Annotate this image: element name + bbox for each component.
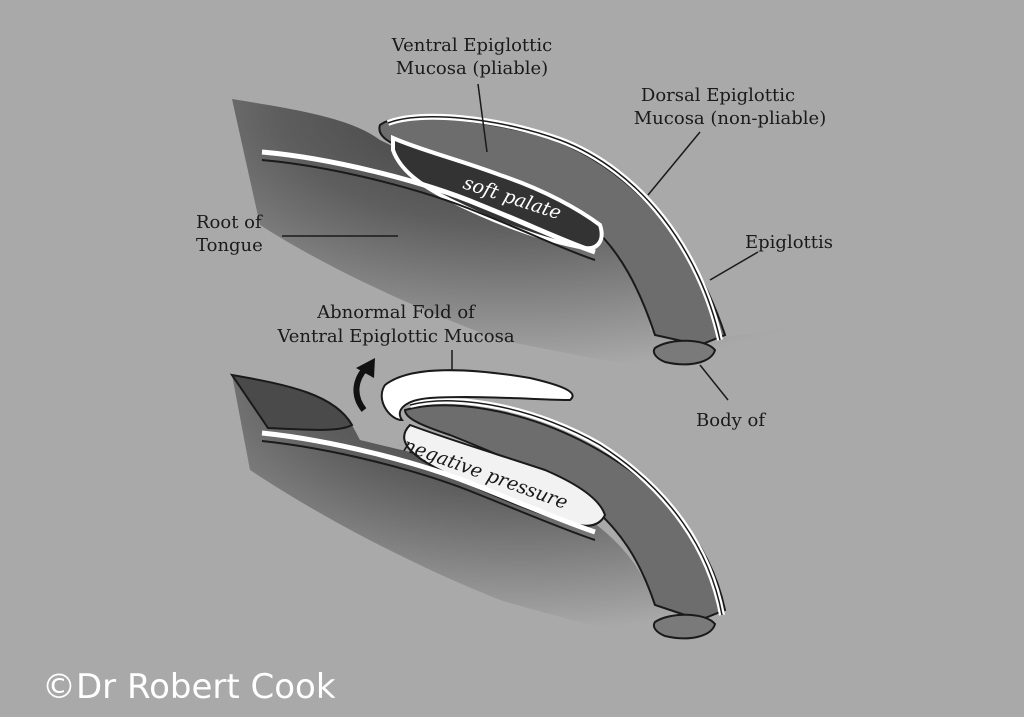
body-of-label: Body of — [696, 410, 766, 431]
dorsal-mucosa-outline-bottom — [409, 400, 723, 616]
soft-palate — [391, 134, 604, 251]
bottom-panel — [229, 358, 810, 670]
root-of-tongue-label-line2: Tongue — [196, 235, 263, 256]
tongue-surface-bottom — [261, 430, 596, 535]
leader-dorsal — [647, 131, 701, 196]
top-panel — [232, 99, 810, 395]
abnormal-fold-label-line1: Abnormal Fold of — [316, 302, 476, 323]
dorsal-mucosa-outline-top — [387, 116, 721, 341]
body-of-shape-top — [652, 339, 717, 366]
tongue-root-shadow-bottom — [232, 375, 810, 670]
leader-lines — [282, 83, 759, 401]
epiglottis-body-bottom — [403, 404, 727, 622]
body-of-shape-bottom — [652, 613, 717, 640]
arrow-head-icon — [356, 358, 375, 378]
dorsal-mucosa-label-line2: Mucosa (non-pliable) — [634, 108, 826, 129]
tongue-surface-top-edge — [261, 159, 596, 261]
leader-epiglottis — [709, 251, 759, 281]
dorsal-mucosa-label-line1: Dorsal Epiglottic — [641, 85, 795, 106]
tongue-tip-bottom — [229, 373, 354, 431]
epiglottis-label: Epiglottis — [745, 232, 833, 253]
leader-body-of — [699, 364, 729, 401]
root-of-tongue-label-line1: Root of — [196, 212, 263, 233]
abnormal-fold-label-line2: Ventral Epiglottic Mucosa — [276, 326, 514, 347]
leader-ventral — [477, 83, 488, 153]
abnormal-mucosa-fold — [380, 369, 574, 422]
ventral-mucosa-label-line1: Ventral Epiglottic — [391, 35, 552, 56]
ventral-mucosa-label-line2: Mucosa (pliable) — [396, 58, 548, 79]
tongue-surface-top — [261, 149, 596, 255]
copyright-watermark: ©Dr Robert Cook — [42, 667, 336, 707]
tongue-surface-bottom-edge — [261, 440, 596, 541]
